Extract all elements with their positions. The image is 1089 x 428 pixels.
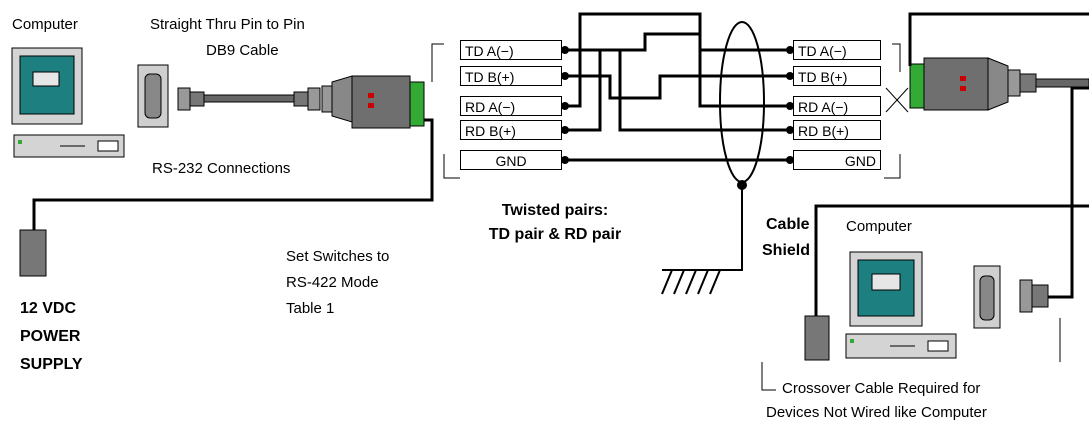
right-terminal: TD A(−) [793, 40, 881, 60]
computer-left-label: Computer [12, 16, 78, 33]
crossover-note-line2: Devices Not Wired like Computer [766, 404, 987, 421]
converter-right-icon [909, 57, 1089, 111]
power-supply-line2: POWER [20, 328, 81, 345]
left-terminal: TD A(−) [460, 40, 562, 60]
power-supply-line1: 12 VDC [20, 300, 77, 317]
switches-line1: Set Switches to [286, 248, 390, 265]
power-supply-line3: SUPPLY [20, 356, 83, 373]
rs232-label: RS-232 Connections [152, 160, 291, 177]
db9-cable-right-icon [1019, 279, 1049, 313]
switches-line3: Table 1 [286, 300, 335, 317]
db9-port-left-icon [137, 64, 169, 128]
cable-title-line1: Straight Thru Pin to Pin [150, 16, 305, 33]
right-terminal: TD B(+) [793, 66, 881, 86]
left-terminal: TD B(+) [460, 66, 562, 86]
twisted-pairs-line1: Twisted pairs: [501, 202, 609, 219]
left-terminal: RD B(+) [460, 120, 562, 140]
right-terminal: RD B(+) [793, 120, 881, 140]
computer-right-icon [845, 251, 957, 359]
right-terminal: GND [793, 150, 881, 170]
switches-line2: RS-422 Mode [286, 274, 379, 291]
twisted-pair-wires [565, 12, 790, 162]
db9-port-right-icon [973, 265, 1001, 329]
twisted-pairs-line2: TD pair & RD pair [488, 226, 622, 243]
cable-shield-line1: Cable [766, 216, 810, 233]
left-terminal: RD A(−) [460, 96, 562, 116]
converter-left-icon [321, 75, 425, 129]
ground-icon [661, 180, 747, 295]
power-supply-icon [19, 229, 47, 277]
left-terminal: GND [460, 150, 562, 170]
cable-shield-line2: Shield [762, 242, 811, 259]
wire-terminals [561, 46, 794, 164]
crossover-note-line1: Crossover Cable Required for [782, 380, 981, 397]
computer-left-icon [11, 47, 125, 158]
power-cable [32, 118, 434, 232]
right-terminal: RD A(−) [793, 96, 881, 116]
cable-shield-ellipse [719, 21, 765, 183]
cable-title-line2: DB9 Cable [206, 42, 279, 59]
power-supply-right-icon [804, 315, 830, 361]
db9-cable-icon [177, 87, 321, 111]
computer-right-label: Computer [846, 218, 912, 235]
